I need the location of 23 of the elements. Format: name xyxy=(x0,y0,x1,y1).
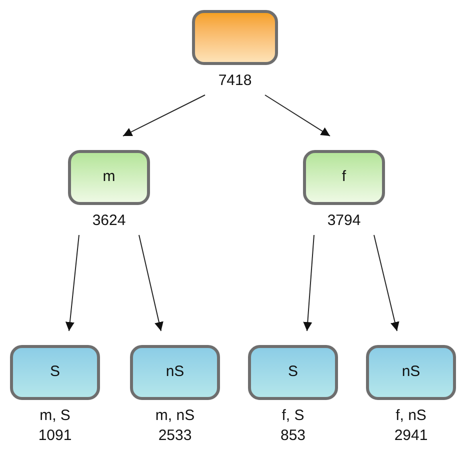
arrow xyxy=(374,234,400,332)
count-label: 3794 xyxy=(327,211,361,231)
count-label: m, nS xyxy=(155,406,195,426)
arrow xyxy=(138,234,164,332)
count-label: 853 xyxy=(280,426,306,446)
count-label: f, S xyxy=(282,406,304,426)
arrow xyxy=(264,94,330,136)
arrow xyxy=(65,234,80,332)
category-box: m xyxy=(68,150,150,205)
category-box: f xyxy=(303,150,385,205)
arrow xyxy=(122,94,206,136)
category-box: S xyxy=(10,345,100,400)
count-label: f, nS xyxy=(396,406,426,426)
count-label: 3624 xyxy=(92,211,126,231)
count-label: m, S xyxy=(40,406,70,426)
count-label: 7418 xyxy=(218,71,252,91)
arrow xyxy=(303,234,314,332)
category-box: S xyxy=(248,345,338,400)
category-box: nS xyxy=(366,345,456,400)
count-label: 2533 xyxy=(158,426,192,446)
count-label: 1091 xyxy=(38,426,72,446)
category-box: nS xyxy=(130,345,220,400)
count-label: 2941 xyxy=(394,426,428,446)
